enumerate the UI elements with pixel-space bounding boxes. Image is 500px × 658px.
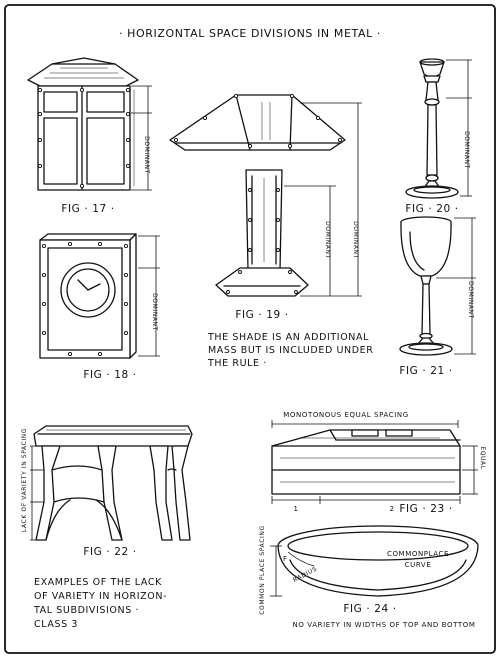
examples-caption-line-3: TAL SUBDIVISIONS · <box>33 605 139 616</box>
fig24-bowl <box>270 526 478 596</box>
fig19-label: FIG · 19 · <box>235 309 288 321</box>
examples-caption-line-2: OF VARIETY IN HORIZON- <box>34 591 167 602</box>
fig24-side-note: COMMON PLACE SPACING <box>259 525 266 615</box>
fig22-stand <box>30 426 192 540</box>
fig21-dim-label: DOMINANT <box>467 281 474 319</box>
plate-title: · HORIZONTAL SPACE DIVISIONS IN METAL · <box>119 27 381 40</box>
fig24-bottom-note: NO VARIETY IN WIDTHS OF TOP AND BOTTOM <box>293 621 476 629</box>
fig23-top-note: MONOTONOUS EQUAL SPACING <box>283 411 408 419</box>
fig21-goblet <box>400 217 476 355</box>
fig17-dim-label: DOMINANT <box>143 136 150 174</box>
fig17-lantern <box>28 58 152 190</box>
fig22-dim-label: LACK OF VARIETY IN SPACING <box>21 428 28 532</box>
fig19-caption-line-1: THE SHADE IS AN ADDITIONAL <box>207 332 369 343</box>
examples-caption-line-4: CLASS 3 <box>34 619 78 630</box>
fig18-clock <box>40 234 160 358</box>
fig19-caption-line-2: MASS BUT IS INCLUDED UNDER <box>208 345 373 356</box>
fig19-dim-total-label: DOMINANT <box>352 221 359 259</box>
fig20-dim-label: DOMINANT <box>463 131 470 169</box>
fig19-caption-line-3: THE RULE · <box>207 358 267 369</box>
fig19-lamp <box>170 94 362 296</box>
fig22-label: FIG · 22 · <box>83 546 136 558</box>
fig24-curve-note-2: CURVE <box>405 561 432 569</box>
fig23-label: FIG · 23 · <box>399 503 452 515</box>
fig24-curve-note-1: COMMONPLACE <box>387 550 449 558</box>
fig17-label: FIG · 17 · <box>61 203 114 215</box>
fig19-dim-base-label: DOMINANT <box>324 221 331 259</box>
examples-caption-line-1: EXAMPLES OF THE LACK <box>34 577 162 588</box>
fig23-box <box>272 420 478 504</box>
fig23-dim-equal: EQUAL <box>479 446 486 469</box>
fig24-label: FIG · 24 · <box>343 603 396 615</box>
fig21-label: FIG · 21 · <box>399 365 452 377</box>
fig23-dim-2: 2 <box>389 505 394 513</box>
fig24-f-mark: F <box>283 555 288 563</box>
fig18-label: FIG · 18 · <box>83 369 136 381</box>
fig20-label: FIG · 20 · <box>405 203 458 215</box>
fig20-candlestick <box>406 59 472 198</box>
fig23-dim-1: 1 <box>293 505 298 513</box>
fig18-dim-label: DOMINANT <box>151 293 158 331</box>
